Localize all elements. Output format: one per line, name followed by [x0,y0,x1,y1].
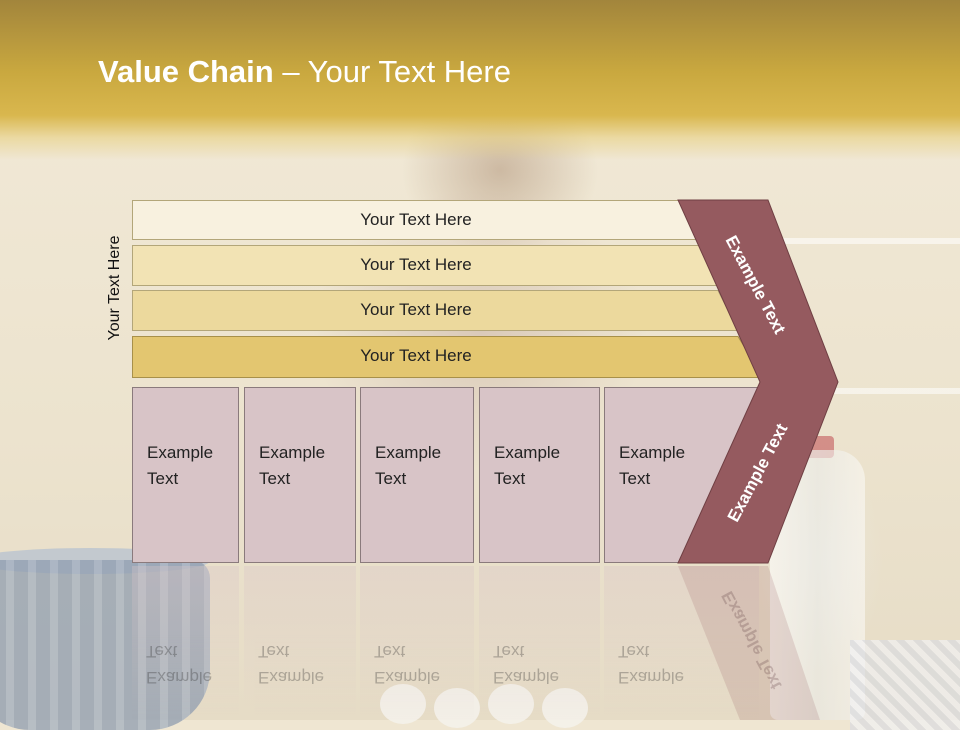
column-line1: Example [259,443,326,462]
column-line1: Example [494,443,561,462]
chevron-shape [677,199,839,564]
bar-label: Your Text Here [360,255,472,274]
column-line2: Text [619,469,651,488]
title-rest: – Your Text Here [273,54,511,89]
column-line1: Example [619,443,686,462]
egg [380,684,426,724]
background-shelf [740,388,960,394]
bar-label: Your Text Here [360,346,472,365]
value-bar-1: Your Text Here [132,200,702,240]
bar-label: Your Text Here [360,300,472,319]
kitchen-cloth [850,640,960,730]
header-band [0,0,960,160]
title-bold: Value Chain [98,54,274,89]
column-line1: Example [375,443,442,462]
column-line2: Text [147,469,179,488]
column-line2: Text [375,469,407,488]
chevron-reflection [678,566,820,720]
column-line2: Text [259,469,291,488]
bar-label: Your Text Here [360,210,472,229]
egg [488,684,534,724]
slide-title: Value Chain – Your Text Here [98,54,511,90]
column-line2: Text [494,469,526,488]
column-line1: Example [147,443,214,462]
mixing-bowl [0,560,210,730]
background-shelf [740,238,960,244]
